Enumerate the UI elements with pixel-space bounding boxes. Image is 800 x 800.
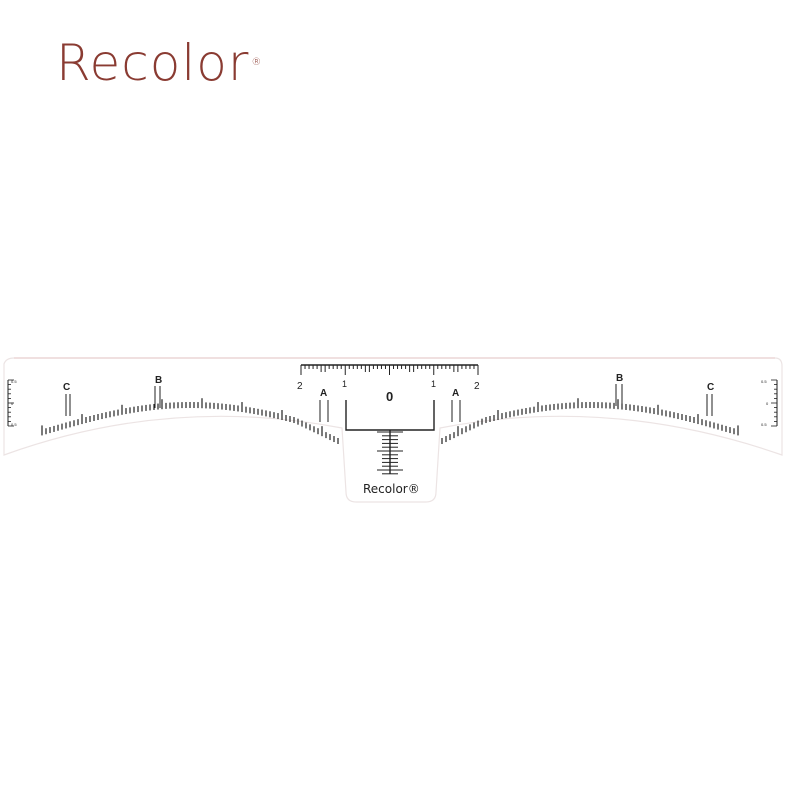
- ruler-ticks: [41, 384, 739, 445]
- point-label-right-b: B: [616, 373, 623, 384]
- side-right-top-label: 0.5: [761, 379, 767, 384]
- center-scale: 2 1 0 1 2: [297, 364, 480, 404]
- point-label-left-c: C: [63, 382, 70, 393]
- side-left-top-label: 0.5: [11, 379, 17, 384]
- scale-label-right-2: 2: [474, 381, 480, 392]
- point-label-left-a: A: [320, 388, 327, 399]
- side-scale-left: 0.5 0 0.5: [7, 379, 17, 427]
- registered-mark: ®: [251, 57, 263, 68]
- center-scale-ticks: [300, 365, 479, 375]
- brand-name: Recolor: [56, 34, 250, 92]
- brand-logo: Recolor®: [56, 38, 262, 88]
- point-label-left-b: B: [155, 375, 162, 386]
- tab-brand-label: Recolor®: [363, 482, 420, 496]
- scale-label-left-2: 2: [297, 381, 303, 392]
- tab-scale-ticks: [8, 379, 777, 475]
- scale-label-zero: 0: [386, 389, 393, 404]
- point-label-right-a: A: [452, 388, 459, 399]
- tab-vertical-scale: [8, 379, 777, 475]
- side-left-mid-label: 0: [11, 401, 14, 406]
- side-scale-right: 0.5 0 0.5: [761, 379, 778, 427]
- side-right-mid-label: 0: [766, 401, 769, 406]
- side-right-bottom-label: 0.5: [761, 422, 767, 427]
- eyebrow-ruler: 2 1 0 1 2 Recolor® C B A A B C 0.5 0 0.5…: [3, 357, 783, 503]
- side-left-bottom-label: 0.5: [11, 422, 17, 427]
- scale-label-right-1: 1: [431, 379, 436, 389]
- scale-label-left-1: 1: [342, 379, 347, 389]
- point-label-right-c: C: [707, 382, 714, 393]
